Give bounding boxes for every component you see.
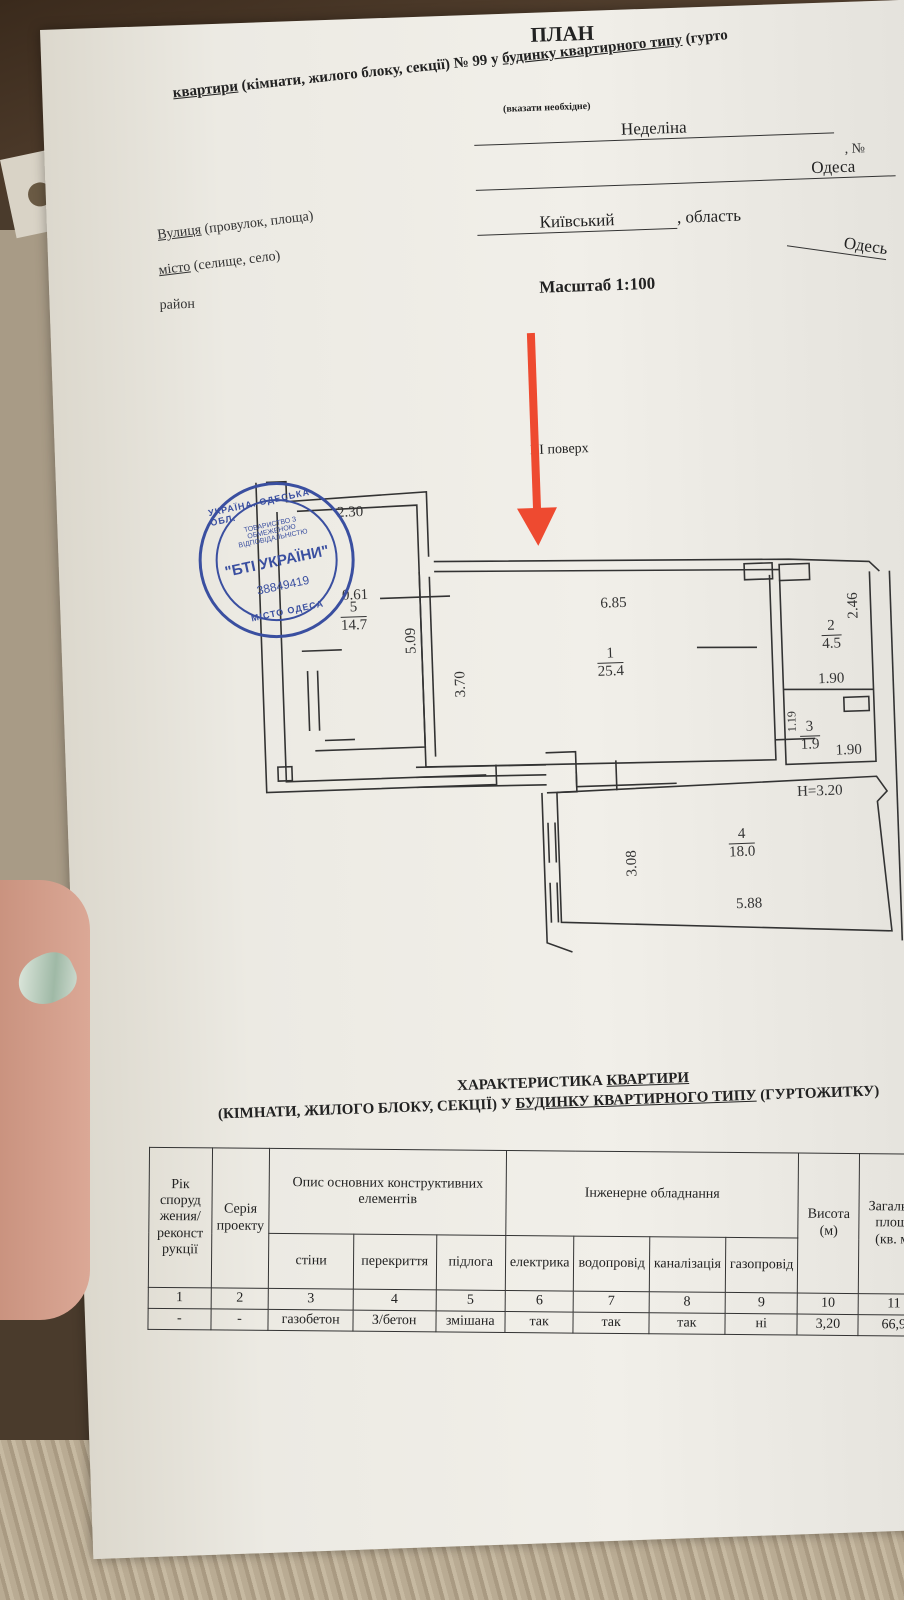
col-num: 7: [573, 1291, 650, 1313]
col-num: 4: [352, 1289, 436, 1311]
col-num: 6: [504, 1290, 574, 1313]
col-num: 11: [858, 1293, 904, 1316]
scale-label: Масштаб 1:100: [538, 273, 656, 297]
char-sub-suffix: (ГУРТОЖИТКУ): [756, 1083, 880, 1104]
header-floor: підлога: [435, 1234, 506, 1291]
district-label: район: [159, 296, 196, 313]
room-2-width: 1.90: [817, 670, 845, 688]
apartment-type-label: квартири: [172, 78, 239, 102]
header-height: Висота (м): [797, 1153, 860, 1294]
char-title-underlined: КВАРТИРИ: [606, 1069, 690, 1089]
district-value: Київський: [476, 207, 678, 236]
room-3-length: 1.19: [784, 710, 799, 733]
col-num: 10: [797, 1293, 859, 1315]
room-4-number: 4: [728, 825, 756, 845]
room-4-length: 5.88: [735, 895, 763, 913]
value-height: 3,20: [797, 1314, 859, 1336]
col-num: 9: [725, 1292, 798, 1315]
apartment-line: квартири (кімнати, жилого блоку, секції)…: [172, 27, 729, 102]
region-value: Одесь: [786, 225, 889, 261]
col-num: 3: [268, 1288, 354, 1311]
value-electricity: так: [504, 1311, 574, 1334]
header-water: водопровід: [573, 1236, 650, 1292]
room-1-number: 1: [596, 645, 624, 664]
header-series: Серія проекту: [210, 1147, 270, 1289]
header-sewer: каналізація: [649, 1236, 726, 1293]
floor-plan-walls: [255, 480, 904, 953]
street-label-main: Вулиця: [156, 222, 203, 243]
room-5-number: 5: [340, 598, 367, 618]
value-year: -: [147, 1308, 211, 1331]
room-3-number: 3: [799, 718, 820, 737]
room-2-length: 2.46: [844, 592, 862, 619]
ceiling-height: H=3.20: [796, 782, 843, 801]
room-5-length: 5.09: [402, 627, 420, 655]
header-walls: стіни: [268, 1233, 354, 1290]
city-label-rest: (селище, село): [189, 248, 282, 275]
room-3-area: 1.9: [800, 736, 820, 753]
room-4-width: 3.08: [623, 849, 641, 877]
city-label: місто (селище, село): [158, 248, 281, 279]
floor-plan-document: ПЛАН квартири (кімнати, жилого блоку, се…: [40, 0, 904, 1560]
apartment-number-text: (кімнати, жилого блоку, секції) № 99 у: [237, 50, 504, 95]
annotation-arrow-icon: [516, 507, 559, 547]
room-2-number: 2: [821, 617, 842, 637]
char-title-prefix: ХАРАКТЕРИСТИКА: [456, 1072, 607, 1095]
header-gas: газопровід: [725, 1237, 799, 1294]
char-sub-prefix: (КІМНАТИ, ЖИЛОГО БЛОКУ, СЕКЦІЇ) У: [217, 1096, 516, 1123]
header-engineering: Інженерне обладнання: [505, 1150, 799, 1239]
city-value: Одеса: [475, 155, 896, 191]
header-slab: перекриття: [353, 1234, 437, 1290]
holding-hand: [0, 880, 90, 1320]
room-3-width: 1.90: [835, 741, 863, 759]
col-num: 5: [435, 1289, 506, 1312]
region-label: , область: [676, 205, 742, 227]
characteristics-table: Рік споруд жения/ реконст рукції Серія п…: [147, 1147, 904, 1337]
header-year: Рік споруд жения/ реконст рукції: [148, 1147, 213, 1288]
room-5-area: 14.7: [340, 616, 368, 634]
col-num: 1: [148, 1287, 211, 1310]
value-slab: З/бетон: [352, 1310, 436, 1333]
room-2-area: 4.5: [822, 635, 842, 653]
street-label-rest: (провулок, площа): [200, 208, 315, 238]
col-num: 8: [648, 1291, 726, 1314]
col-num: 2: [210, 1287, 269, 1310]
value-gas: ні: [724, 1313, 798, 1336]
header-electricity: електрика: [505, 1235, 575, 1292]
value-floor: змішана: [435, 1310, 505, 1333]
value-water: так: [573, 1312, 649, 1334]
value-sewer: так: [648, 1312, 726, 1335]
street-value: Неделіна: [473, 112, 835, 146]
city-label-main: місто: [157, 259, 192, 279]
header-structure: Опис основних конструктивних елементів: [269, 1148, 507, 1236]
value-total-area: 66,9: [858, 1314, 904, 1337]
room-1-length: 3.70: [452, 670, 470, 698]
room-1-width: 6.85: [600, 594, 627, 612]
header-total-area: Загальна площа (кв. м): [858, 1153, 904, 1295]
street-label: Вулиця (провулок, площа): [157, 209, 315, 244]
room-1-area: 25.4: [597, 663, 625, 680]
value-series: -: [210, 1309, 269, 1331]
building-type-suffix: (гурто: [681, 27, 729, 48]
hint-text: (вказати необхідне): [502, 100, 591, 115]
value-walls: газобетон: [268, 1309, 353, 1332]
room-4-area: 18.0: [728, 843, 756, 861]
